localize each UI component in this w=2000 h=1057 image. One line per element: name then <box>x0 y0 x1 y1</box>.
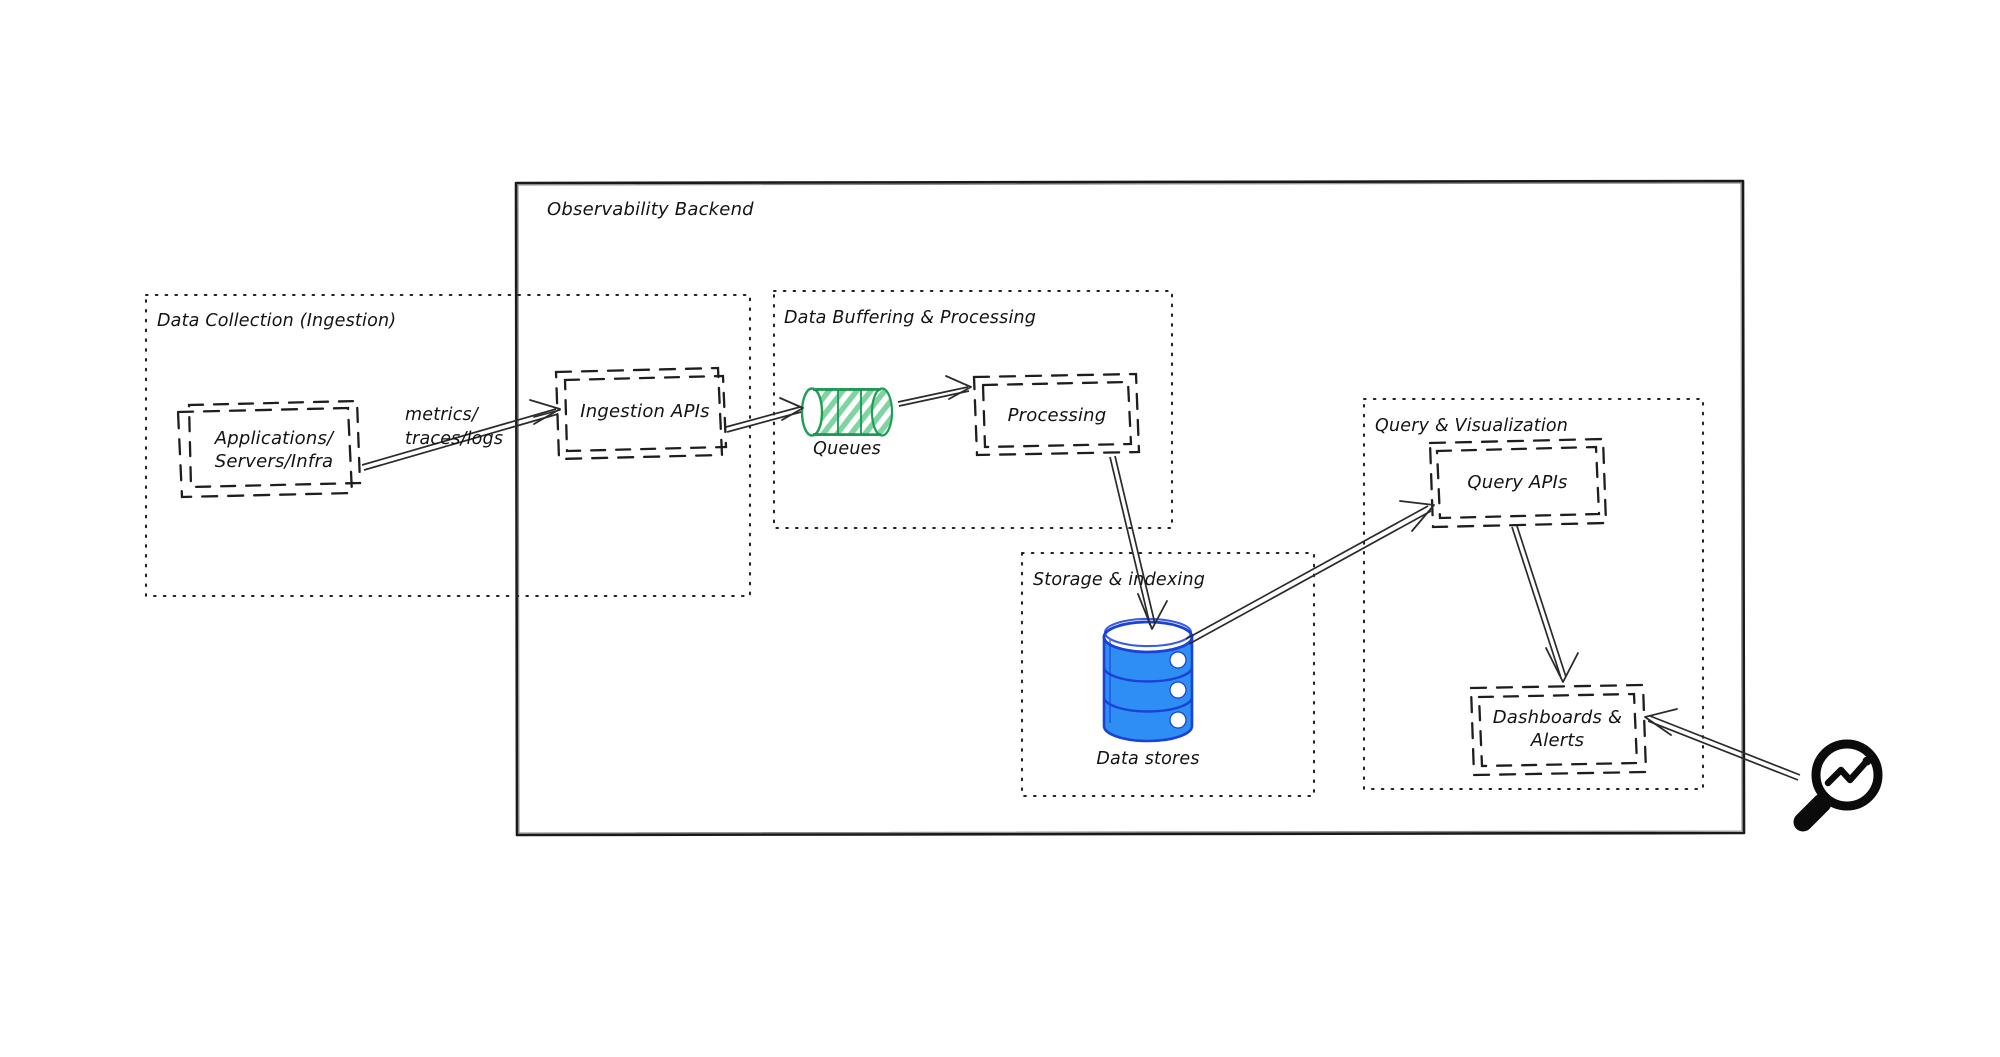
edge-apps-to-ingestion <box>361 399 561 471</box>
node-ingestion-apis-shape[interactable] <box>554 366 728 461</box>
node-queues-shape[interactable] <box>800 387 894 437</box>
node-processing-shape[interactable] <box>972 372 1141 457</box>
node-applications-shape[interactable] <box>176 399 362 499</box>
group-border-data-collection <box>144 293 752 598</box>
node-dashboards-alerts-shape[interactable] <box>1469 683 1648 777</box>
edge-queues-to-processing <box>897 375 972 407</box>
node-query-apis-shape[interactable] <box>1428 437 1608 529</box>
edge-cursor-to-dashboards <box>1644 708 1801 781</box>
edge-processing-to-datastores <box>1109 455 1168 630</box>
edge-queryapis-to-dashboards <box>1511 525 1579 683</box>
edge-ingestion-to-queues <box>725 397 804 433</box>
node-data-stores-shape[interactable] <box>1102 617 1194 743</box>
group-border-storage-indexing <box>1020 551 1316 798</box>
group-border-data-buffering <box>772 289 1174 530</box>
magnifier-analytics-icon[interactable] <box>1793 739 1883 832</box>
edge-datastores-to-queryapis <box>1185 500 1435 645</box>
backend-container-border <box>514 179 1746 837</box>
